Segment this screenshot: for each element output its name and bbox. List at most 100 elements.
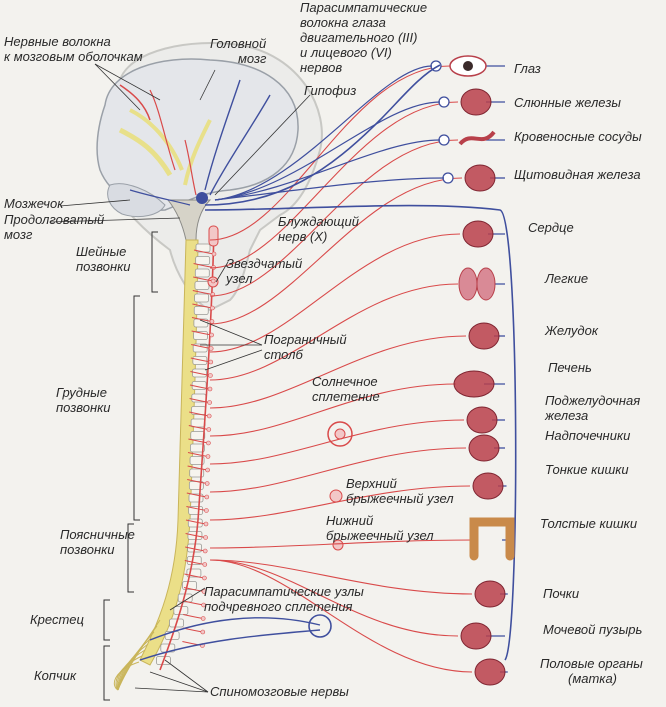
sympathetic-fiber [209,177,463,325]
trunk-ganglion [202,548,208,554]
cranial-ganglion [438,134,450,146]
label-line: Пограничный [264,332,347,347]
meninges-fiber [119,84,151,121]
label-sacrum: Крестец [30,612,84,627]
label-line: позвонки [56,400,111,415]
organ-kidneys-shape [474,580,506,608]
organ-label-bladder: Мочевой пузырь [543,622,642,637]
organ-salivary-shape [460,88,492,116]
organ-label-line: Поджелудочная [545,393,641,408]
spinal-nerve [183,614,204,619]
sympathetic-fiber [209,559,473,673]
organ-label-salivary: Слюнные железы [514,95,621,110]
trunk-ganglion [208,373,213,378]
sacral-nerve [113,661,140,691]
organ-label-kidneys: Почки [543,586,579,601]
label-line: нерв (X) [278,229,328,244]
organ-label-eye: Глаз [514,61,541,76]
label-stellate: Звездчатый узел [226,256,302,286]
vertebra [190,418,206,428]
label-line: Головной [210,36,267,51]
organ-label-line: Глаз [514,61,541,76]
sympathetic-fiber [209,539,475,549]
sympathetic-trunk [159,227,215,671]
meninges-fiber [184,139,197,196]
sympathetic-fiber [209,447,467,493]
spine-group [103,225,321,701]
plexus-group [308,421,353,638]
organ-label-line: Щитовидная железа [514,167,641,182]
organ-bladder-shape [460,622,492,650]
label-line: волокна глаза [300,15,386,30]
label-line: Парасимпатические узлы [204,584,364,599]
sympathetic-fiber [209,419,465,465]
pituitary-node [196,192,208,204]
label-line: брыжеечный узел [346,491,454,506]
sympathetic-fiber [209,335,467,409]
label-line: подчревного сплетения [204,599,353,614]
label-line: позвонки [60,542,115,557]
label-coccyx: Копчик [34,668,77,683]
solar-plexus-node [327,421,353,447]
sympathetic-fiber [209,559,459,637]
trunk-ganglion [206,413,212,419]
label-solar-plexus: Солнечное сплетение [312,374,380,404]
label-line: позвонки [76,259,131,274]
trunk-ganglion [205,454,211,459]
organ-liver-shape [453,370,495,398]
lumbar-bracket [127,523,134,593]
organ-genitals-shape [474,658,506,686]
sacral-nerve [115,655,143,691]
label-line: мозг [4,227,33,242]
label-thoracic: Грудные позвонки [56,385,111,415]
organ-label-line: Почки [543,586,580,601]
trunk-ganglion [203,535,208,540]
label-line: Солнечное [312,374,378,389]
trunk-ganglion [211,251,217,257]
vertebra [195,256,211,265]
label-brain: Головной мозг [210,36,266,66]
upper-cervical-ganglion [208,225,219,247]
label-line: Верхний [346,476,397,491]
label-line: нервов [300,60,343,75]
vertebra [194,268,210,278]
trunk-ganglion [210,278,216,284]
organ-thyroid-shape [464,164,496,192]
label-line: и лицевого (VI) [300,45,392,60]
label-border-column: Пограничный столб [264,332,347,362]
organ-adrenal-shape [468,434,500,462]
vertebra [189,456,205,465]
organ-vessels-shape [458,130,496,146]
organ-label-line: (матка) [568,671,617,686]
vertebra [189,468,205,478]
trunk-ganglion [209,332,214,338]
solar-plexus-core [334,428,346,440]
vertebra [189,443,205,453]
trunk-ganglion [208,346,214,351]
label-line: сплетение [312,389,380,404]
upper-mesenteric-node [329,489,343,503]
cranial-parasympathetic [204,64,441,206]
vagus-trunk [204,204,517,661]
label-line: Звездчатый [226,256,303,271]
label-medulla: Продолговатый мозг [4,212,104,242]
organ-label-line: Сердце [528,220,574,235]
brain-blue-fiber [204,79,241,191]
organ-label-line: Тонкие кишки [545,462,629,477]
sacral-nerve [116,649,146,691]
eye-pupil [463,61,473,71]
trunk-ganglion [204,494,210,500]
organ-lung-right [476,267,496,301]
label-lumbar: Поясничные позвонки [60,527,135,557]
leader-lines [49,63,311,693]
label-line: Шейные [76,244,127,259]
organ-pancreas-shape [466,406,498,434]
sympathetic-fiber [209,485,471,521]
vertebra [194,281,210,290]
label-line: Блуждающий [278,214,359,229]
organ-lung-left [458,267,478,301]
organ-heart-shape [462,220,494,248]
label-pituitary: Гипофиз [304,83,357,98]
